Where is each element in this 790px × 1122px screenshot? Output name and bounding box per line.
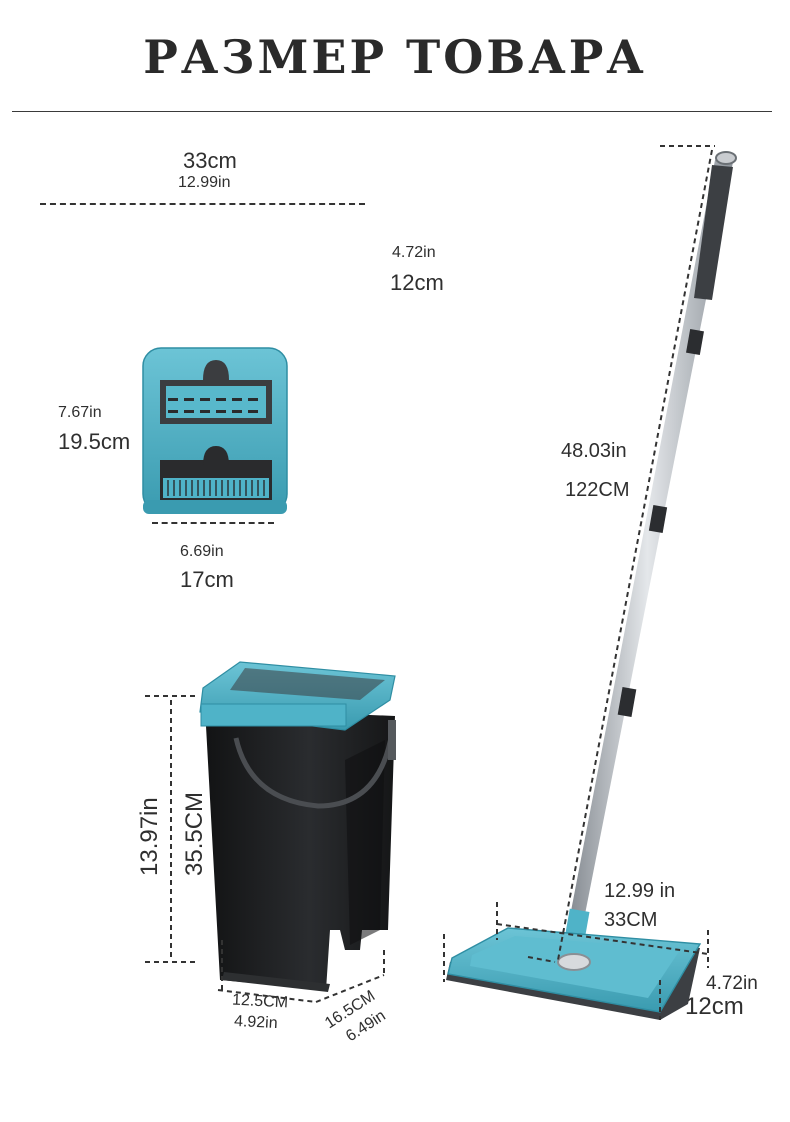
- mop-pad-width-cm: 12cm: [685, 993, 744, 1020]
- bucket-illustration: [199, 661, 396, 992]
- lid-height-in: 7.67in: [58, 404, 102, 421]
- lid-width-cm: 17cm: [180, 567, 234, 592]
- page-title: РАЗМЕР ТОВАРА: [143, 30, 647, 84]
- dimension-lines: [145, 145, 715, 1020]
- mop-pad-length-in: 12.99 in: [604, 880, 676, 902]
- width-top-dimension-line: [40, 203, 365, 205]
- title-divider: [12, 111, 772, 112]
- width-top-cm: 33cm: [183, 148, 237, 173]
- lid-width-in: 6.69in: [180, 543, 224, 560]
- mop-pad-width-in: 4.72in: [706, 973, 758, 994]
- handle-length-in: 48.03in: [561, 440, 627, 462]
- width-top-in: 12.99in: [178, 174, 231, 191]
- lid-width-dimension-line: [152, 522, 274, 524]
- lid-depth-cm: 12cm: [390, 270, 444, 295]
- lid-depth-in: 4.72in: [392, 244, 436, 261]
- bucket-lid-top-view: [142, 347, 288, 514]
- mop-pad-length-cm: 33CM: [604, 909, 658, 931]
- mop-handle: [562, 151, 737, 960]
- mop-pad: [446, 927, 702, 1020]
- handle-length-cm: 122CM: [565, 479, 630, 501]
- lid-height-cm: 19.5cm: [58, 429, 131, 454]
